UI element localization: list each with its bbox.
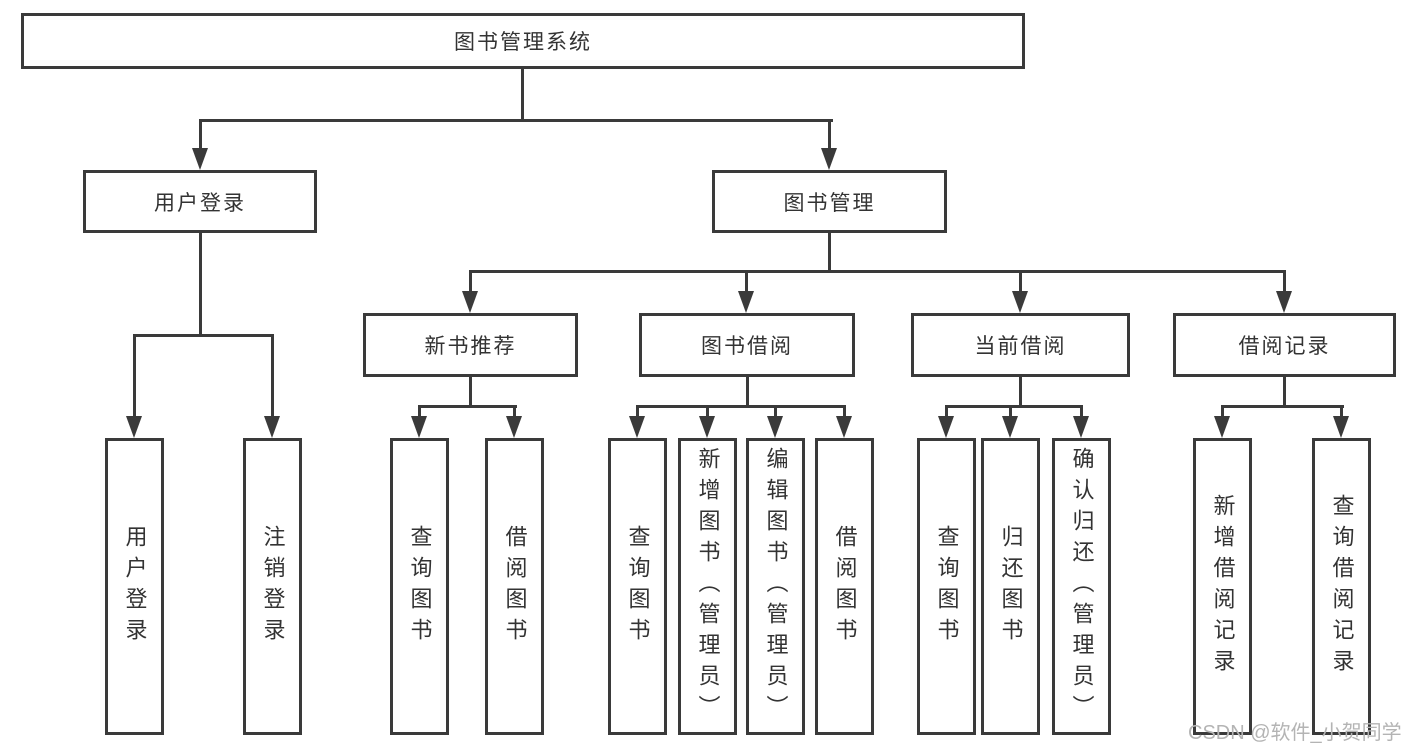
leaf-return-books: 归还图书: [981, 438, 1040, 735]
node-borrowing-records-label: 借阅记录: [1238, 335, 1331, 358]
connector-line: [1283, 270, 1286, 293]
connector-line: [828, 119, 831, 150]
leaf-logout-label: 注销登录: [260, 524, 286, 649]
connector-line: [774, 405, 777, 418]
connector-arrowhead: [738, 291, 754, 313]
connector-arrowhead: [192, 148, 208, 170]
connector-line: [1221, 405, 1224, 418]
connector-line: [199, 119, 202, 150]
connector-line: [133, 334, 136, 418]
leaf-query-borrow-record-label: 查询借阅记录: [1329, 493, 1355, 680]
leaf-user-login: 用户登录: [105, 438, 164, 735]
connector-line: [945, 405, 948, 418]
leaf-logout: 注销登录: [243, 438, 302, 735]
connector-line: [706, 405, 709, 418]
connector-line: [418, 405, 421, 418]
node-user-login: 用户登录: [83, 170, 317, 233]
connector-arrowhead: [1214, 416, 1230, 438]
connector-line: [1080, 405, 1083, 418]
node-new-book-recommendation: 新书推荐: [363, 313, 578, 377]
leaf-query-books-borrowing-label: 查询图书: [625, 524, 651, 649]
connector-line: [745, 270, 748, 293]
connector-line: [469, 270, 472, 293]
connector-line: [1283, 377, 1286, 408]
connector-arrowhead: [411, 416, 427, 438]
csdn-watermark: CSDN @软件_小贺同学: [1188, 722, 1402, 744]
leaf-query-books-recommend-label: 查询图书: [407, 524, 433, 649]
node-book-borrowing: 图书借阅: [639, 313, 855, 377]
leaf-query-books-current-label: 查询图书: [934, 524, 960, 649]
leaf-borrow-books-label: 借阅图书: [832, 524, 858, 649]
leaf-confirm-return-admin-label: 确认归还（管理员）: [1069, 447, 1095, 726]
leaf-user-login-label: 用户登录: [122, 524, 148, 649]
node-library-management-system-label: 图书管理系统: [454, 31, 592, 54]
node-book-management: 图书管理: [712, 170, 947, 233]
leaf-borrow-books-recommend-label: 借阅图书: [502, 524, 528, 649]
connector-line: [199, 233, 202, 337]
node-current-borrowing-label: 当前借阅: [974, 335, 1067, 358]
connector-arrowhead: [629, 416, 645, 438]
connector-line: [636, 405, 846, 408]
connector-line: [469, 270, 1286, 273]
leaf-add-borrow-record-label: 新增借阅记录: [1210, 493, 1236, 680]
connector-arrowhead: [1073, 416, 1089, 438]
leaf-add-borrow-record: 新增借阅记录: [1193, 438, 1252, 735]
node-user-login-label: 用户登录: [154, 191, 246, 215]
connector-arrowhead: [264, 416, 280, 438]
connector-line: [1009, 405, 1012, 418]
leaf-query-borrow-record: 查询借阅记录: [1312, 438, 1371, 735]
node-library-management-system: 图书管理系统: [21, 13, 1025, 69]
connector-line: [1221, 405, 1344, 408]
node-book-borrowing-label: 图书借阅: [701, 335, 793, 358]
connector-arrowhead: [462, 291, 478, 313]
connector-arrowhead: [821, 148, 837, 170]
leaf-add-books-admin-label: 新增图书（管理员）: [695, 447, 721, 726]
leaf-add-books-admin: 新增图书（管理员）: [678, 438, 737, 735]
connector-line: [828, 233, 831, 273]
node-current-borrowing: 当前借阅: [911, 313, 1130, 377]
leaf-edit-books-admin-label: 编辑图书（管理员）: [763, 447, 789, 726]
connector-arrowhead: [699, 416, 715, 438]
leaf-query-books-recommend: 查询图书: [390, 438, 449, 735]
connector-arrowhead: [1333, 416, 1349, 438]
leaf-query-books-borrowing: 查询图书: [608, 438, 667, 735]
connector-arrowhead: [767, 416, 783, 438]
connector-arrowhead: [938, 416, 954, 438]
connector-arrowhead: [506, 416, 522, 438]
connector-arrowhead: [1012, 291, 1028, 313]
connector-line: [418, 405, 517, 408]
node-new-book-recommendation-label: 新书推荐: [424, 335, 517, 358]
connector-line: [1340, 405, 1343, 418]
leaf-borrow-books: 借阅图书: [815, 438, 874, 735]
connector-line: [1019, 377, 1022, 408]
connector-arrowhead: [836, 416, 852, 438]
connector-line: [271, 334, 274, 418]
node-book-management-label: 图书管理: [783, 191, 876, 215]
connector-arrowhead: [126, 416, 142, 438]
leaf-confirm-return-admin: 确认归还（管理员）: [1052, 438, 1111, 735]
leaf-borrow-books-recommend: 借阅图书: [485, 438, 544, 735]
leaf-edit-books-admin: 编辑图书（管理员）: [746, 438, 805, 735]
connector-line: [133, 334, 274, 337]
connector-line: [843, 405, 846, 418]
connector-line: [521, 69, 524, 120]
leaf-query-books-current: 查询图书: [917, 438, 976, 735]
node-borrowing-records: 借阅记录: [1173, 313, 1396, 377]
connector-line: [636, 405, 639, 418]
connector-line: [1019, 270, 1022, 293]
leaf-return-books-label: 归还图书: [998, 524, 1024, 649]
connector-line: [746, 377, 749, 408]
connector-arrowhead: [1002, 416, 1018, 438]
connector-line: [513, 405, 516, 418]
connector-line: [945, 405, 1083, 408]
connector-line: [469, 377, 472, 408]
connector-line: [199, 119, 833, 122]
connector-arrowhead: [1276, 291, 1292, 313]
